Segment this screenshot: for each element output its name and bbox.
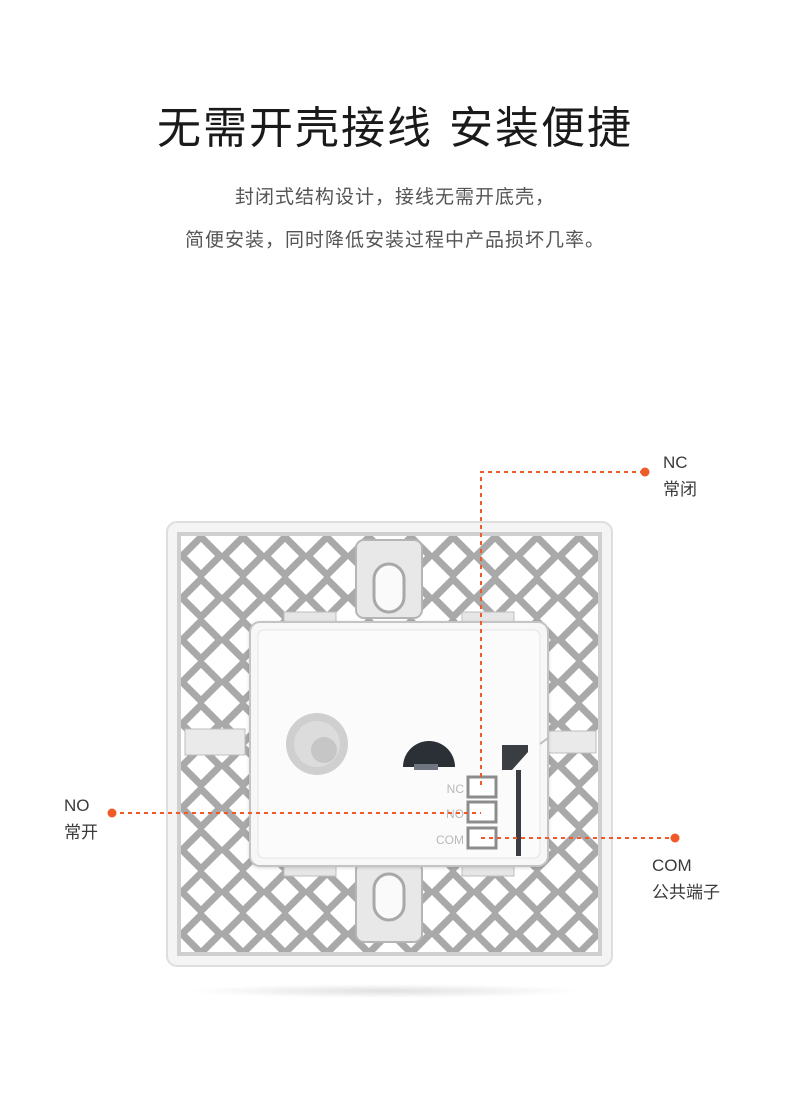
terminal-label-nc: NC [447, 782, 465, 796]
subtitle-line-1: 封闭式结构设计，接线无需开底壳， [234, 186, 555, 208]
terminal-label-no: NO [446, 807, 464, 821]
callout-com-label: 公共端子 [652, 883, 720, 902]
bottom-screw-slot [355, 861, 423, 943]
nc-dot-marker [640, 467, 650, 477]
nc-leader-line [480, 471, 645, 785]
callout-com-code: COM [652, 856, 692, 875]
page-title: 无需开壳接线 安装便捷 [157, 103, 633, 154]
callout-com: COM 公共端子 [652, 852, 720, 906]
callout-nc-code: NC [663, 453, 688, 472]
panel-shadow [185, 984, 585, 998]
terminal-block-nc [466, 775, 498, 799]
callout-no-code: NO [64, 796, 90, 815]
release-slot [516, 770, 521, 856]
side-clip-right [547, 730, 597, 754]
wire-port [403, 741, 455, 770]
com-dot-marker [670, 833, 680, 843]
callout-nc: NC 常闭 [663, 449, 697, 503]
terminal-label-com: COM [436, 833, 464, 847]
callout-no-label: 常开 [64, 823, 98, 842]
top-screw-slot [355, 539, 423, 619]
callout-nc-label: 常闭 [663, 480, 697, 499]
side-clip-left [184, 728, 246, 756]
no-dot-marker [107, 808, 117, 818]
callout-no: NO 常开 [64, 792, 98, 846]
release-lever [502, 745, 528, 770]
subtitle-line-2: 简便安装，同时降低安装过程中产品损坏几率。 [184, 229, 605, 251]
